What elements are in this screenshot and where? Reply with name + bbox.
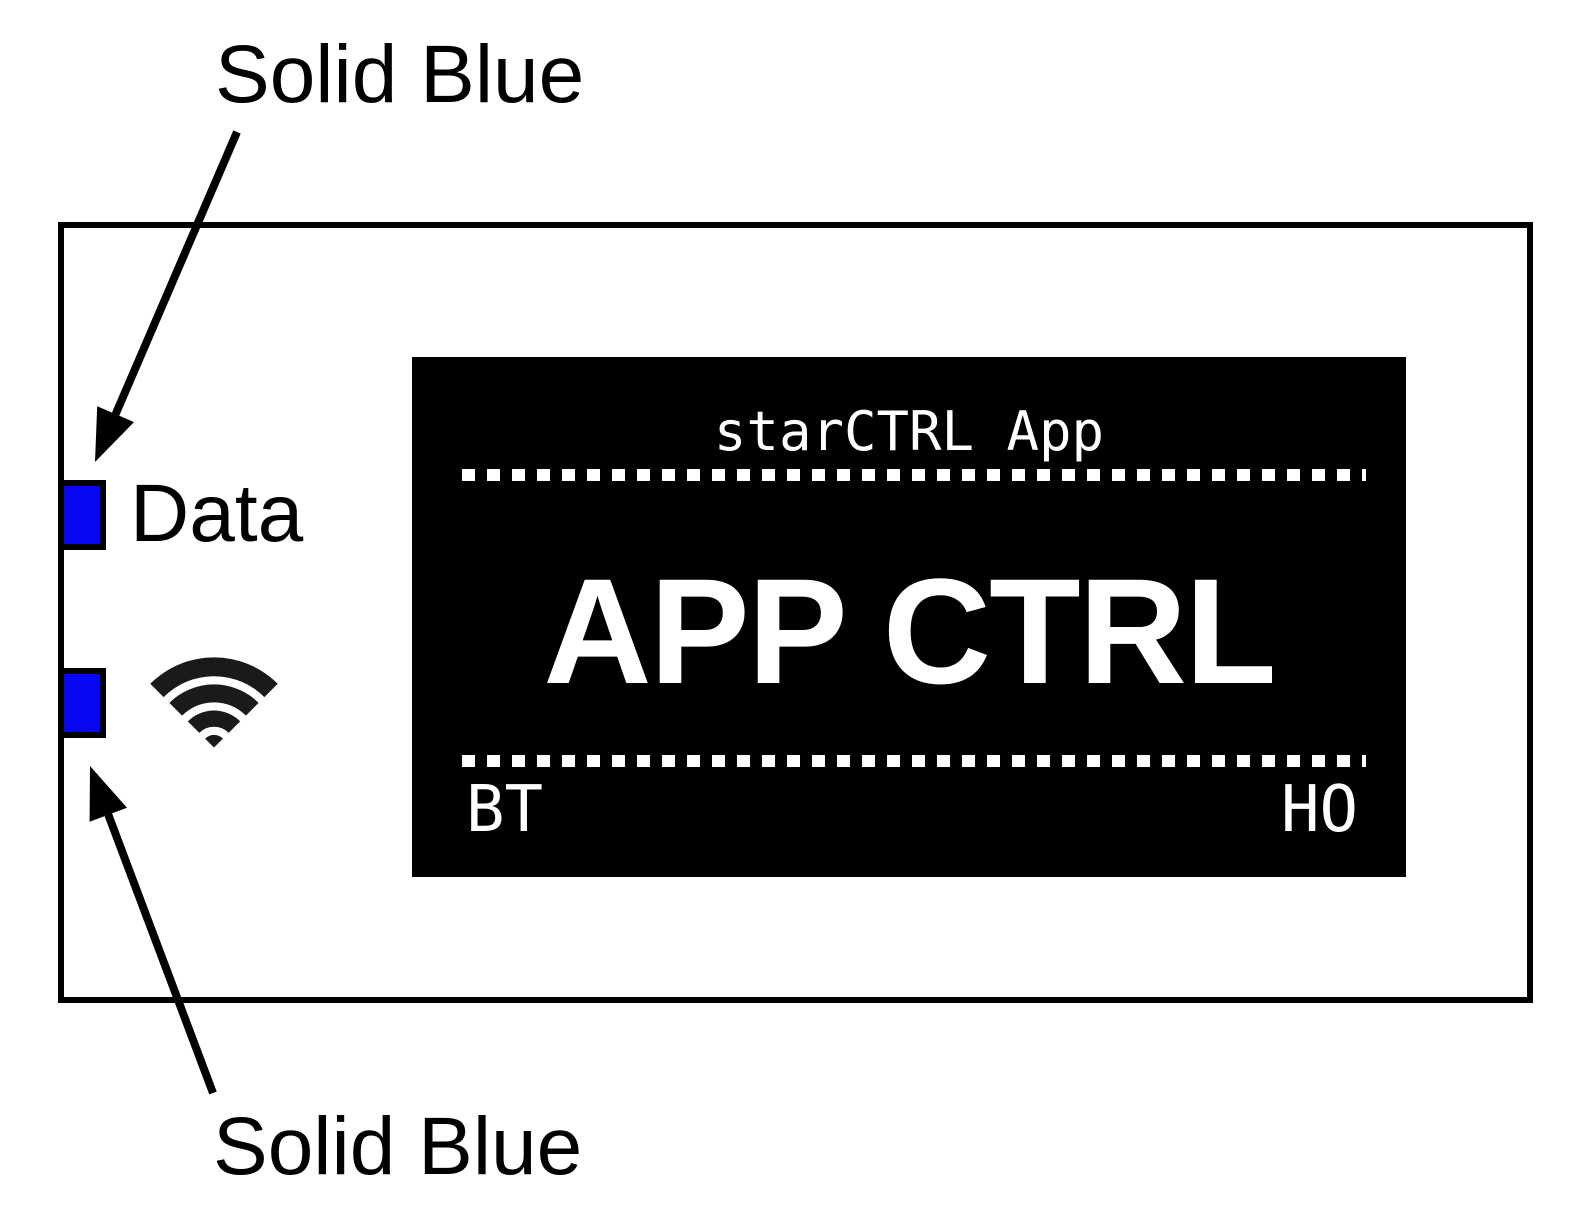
display-divider-bottom xyxy=(462,755,1366,767)
data-led-label: Data xyxy=(130,468,304,559)
display-footer-right: HO xyxy=(1280,773,1358,847)
device-display: starCTRL App APP CTRL BT HO xyxy=(412,357,1406,877)
callout-label-top: Solid Blue xyxy=(215,29,585,120)
wifi-led-indicator xyxy=(58,668,106,738)
wifi-icon xyxy=(150,657,278,748)
display-footer-left: BT xyxy=(466,773,544,847)
data-led-indicator xyxy=(58,480,106,550)
display-title: starCTRL App xyxy=(713,400,1105,463)
callout-label-bottom: Solid Blue xyxy=(213,1101,583,1192)
display-main-text: APP CTRL xyxy=(543,547,1276,715)
display-divider-top xyxy=(462,469,1366,481)
